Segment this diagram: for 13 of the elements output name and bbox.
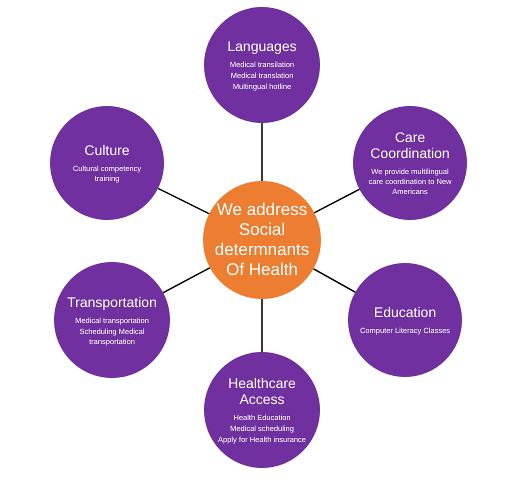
circle-title: We address Social determnants Of Health: [214, 200, 310, 280]
circle-title: Healthcare Access: [227, 375, 297, 407]
connector-line: [261, 123, 263, 181]
circle-title: Culture: [84, 142, 130, 158]
connector-line: [162, 267, 210, 294]
connector-line: [314, 188, 360, 214]
connector-line: [158, 188, 210, 214]
connector-line: [313, 268, 356, 293]
circle-title: Care Coordination: [369, 129, 451, 161]
circle-title: Languages: [227, 38, 297, 54]
circle-title: Education: [374, 304, 436, 320]
connector-line: [261, 299, 263, 352]
circle-title: Transportation: [67, 294, 157, 310]
